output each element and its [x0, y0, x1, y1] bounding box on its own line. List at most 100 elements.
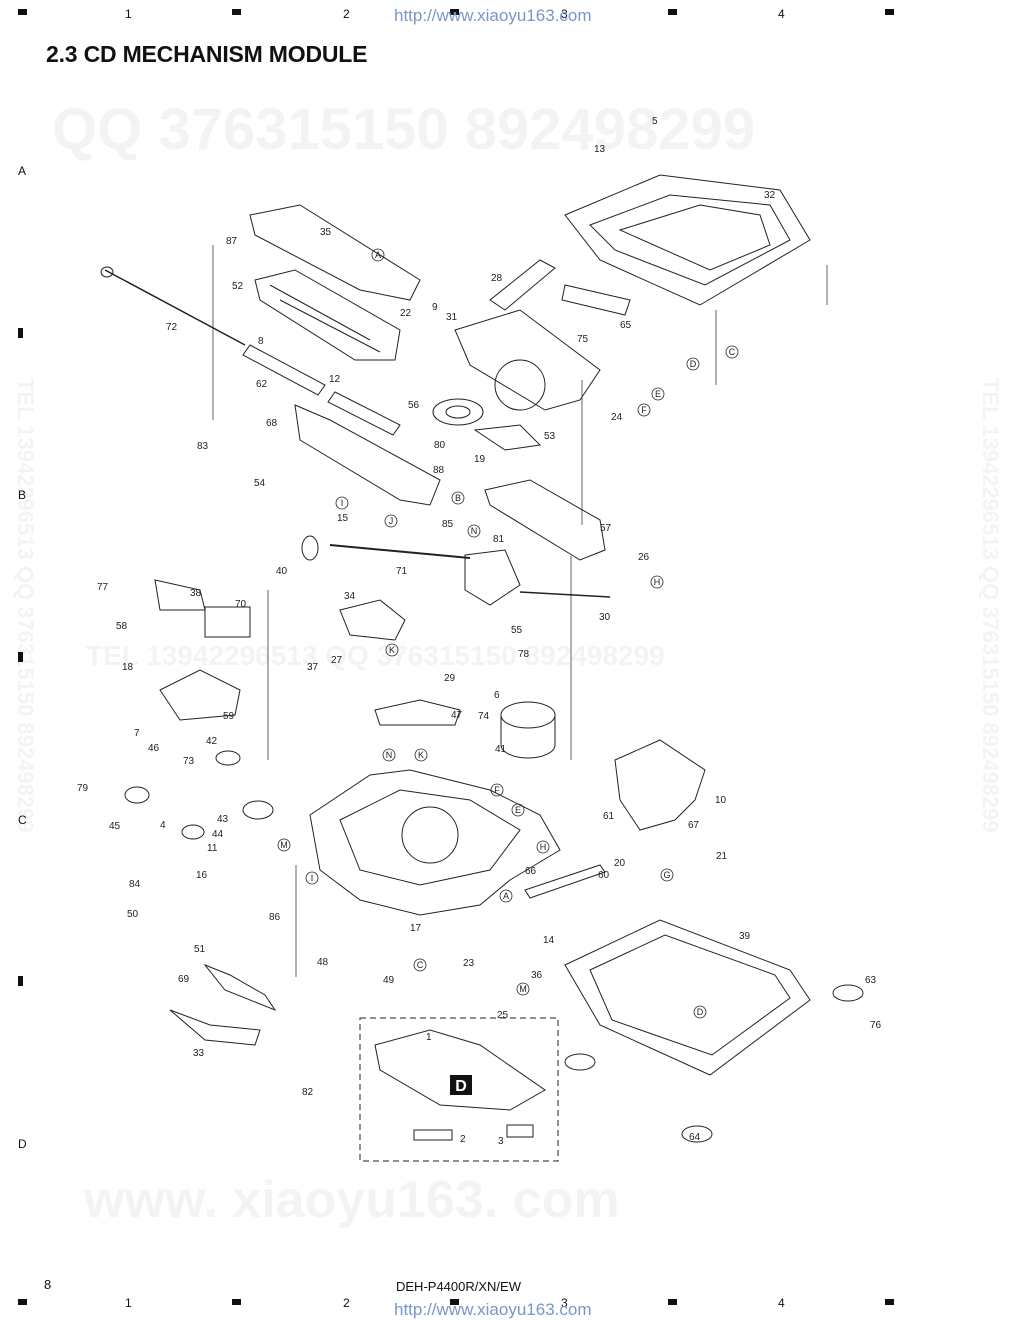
part-label: 44	[212, 829, 224, 840]
callout-N: N	[386, 750, 393, 760]
part-label: 47	[451, 710, 463, 721]
gear	[181, 824, 205, 840]
callout-G: G	[663, 870, 670, 880]
damper	[832, 984, 864, 1002]
clamp-arm	[249, 204, 421, 301]
part-label: 80	[434, 440, 446, 451]
bracket-34	[339, 599, 406, 641]
part-label: 2	[460, 1134, 466, 1145]
damper	[681, 1125, 713, 1143]
bracket	[159, 669, 241, 721]
part-label: 54	[254, 478, 266, 489]
part-label: 45	[109, 821, 121, 832]
registration-mark	[232, 1299, 241, 1305]
part-label: 70	[235, 599, 247, 610]
roller-bracket	[294, 404, 441, 506]
column-number: 4	[778, 7, 785, 21]
part-label: 3	[498, 1136, 504, 1147]
lower-frame	[564, 919, 811, 1076]
part-label: 19	[474, 454, 486, 465]
part-label: 28	[491, 273, 503, 284]
part-label: 31	[446, 312, 458, 323]
part-label: 1	[426, 1032, 432, 1043]
feed-screw	[329, 544, 471, 559]
column-number: 1	[125, 7, 132, 21]
part-label: 62	[256, 379, 268, 390]
part-label: 18	[122, 662, 134, 673]
part-label: 72	[166, 322, 178, 333]
connector	[506, 1124, 534, 1138]
footer-url: http://www.xiaoyu163.com	[394, 1300, 592, 1319]
registration-mark	[668, 1299, 677, 1305]
registration-mark	[18, 1299, 27, 1305]
part-label: 85	[442, 519, 454, 530]
main-chassis	[309, 769, 561, 916]
callout-K: K	[418, 750, 424, 760]
part-label: 88	[433, 465, 445, 476]
pcb	[374, 1029, 546, 1111]
registration-mark	[18, 328, 23, 338]
part-label: 46	[148, 743, 160, 754]
part-label: 36	[531, 970, 543, 981]
spindle-motor	[500, 701, 556, 729]
registration-mark	[450, 9, 459, 15]
part-label: 60	[598, 870, 610, 881]
part-label: 71	[396, 566, 408, 577]
part-label: 41	[495, 744, 507, 755]
callout-F: F	[494, 785, 500, 795]
part-label: 7	[134, 728, 140, 739]
part-label: 61	[603, 811, 615, 822]
part-label: 81	[493, 534, 505, 545]
registration-mark	[885, 1299, 894, 1305]
callout-K: K	[389, 645, 395, 655]
part-label: 83	[197, 441, 209, 452]
registration-mark	[18, 976, 23, 986]
roller	[327, 391, 401, 436]
registration-mark	[232, 9, 241, 15]
bracket-47	[374, 699, 461, 726]
part-label: 82	[302, 1087, 314, 1098]
part-label: 84	[129, 879, 141, 890]
part-label: 26	[638, 552, 650, 563]
part-label: 73	[183, 756, 195, 767]
callout-A: A	[375, 250, 381, 260]
callout-E: E	[515, 805, 521, 815]
column-number: 4	[778, 1296, 785, 1310]
part-label: 11	[207, 843, 218, 854]
part-label: 42	[206, 736, 218, 747]
lever-69	[203, 963, 277, 1012]
chassis-plate	[454, 309, 601, 411]
watermark-qq: QQ 376315150 892498299	[52, 96, 755, 163]
damper	[564, 1053, 596, 1071]
part-label: 8	[258, 336, 264, 347]
part-label: 32	[764, 190, 776, 201]
part-label: 20	[614, 858, 626, 869]
part-label: 25	[497, 1010, 509, 1021]
part-label: 30	[599, 612, 611, 623]
callout-C: C	[417, 960, 424, 970]
page-number: 8	[44, 1277, 52, 1292]
page-title: 2.3 CD MECHANISM MODULE	[46, 41, 368, 67]
callout-F: F	[641, 405, 647, 415]
callout-D: D	[697, 1007, 704, 1017]
arm-67	[614, 739, 706, 831]
part-label: 5	[652, 116, 658, 127]
watermark-qq-mid: TEL 13942296513 QQ 376315150 892498299	[86, 640, 665, 672]
part-label: 27	[331, 655, 343, 666]
flex-cable	[489, 259, 556, 311]
callout-H: H	[654, 577, 661, 587]
lever-33	[169, 1009, 261, 1046]
part-label: 6	[494, 690, 500, 701]
part-label: 78	[518, 649, 530, 660]
part-label: 58	[116, 621, 128, 632]
column-number: 1	[125, 1296, 132, 1310]
part-label: 50	[127, 909, 139, 920]
part-label: 63	[865, 975, 877, 986]
part-label: 57	[600, 523, 612, 534]
part-label: 29	[444, 673, 456, 684]
registration-mark	[885, 9, 894, 15]
row-letter: A	[18, 164, 27, 178]
row-letter: D	[18, 1137, 27, 1151]
part-label: 49	[383, 975, 395, 986]
